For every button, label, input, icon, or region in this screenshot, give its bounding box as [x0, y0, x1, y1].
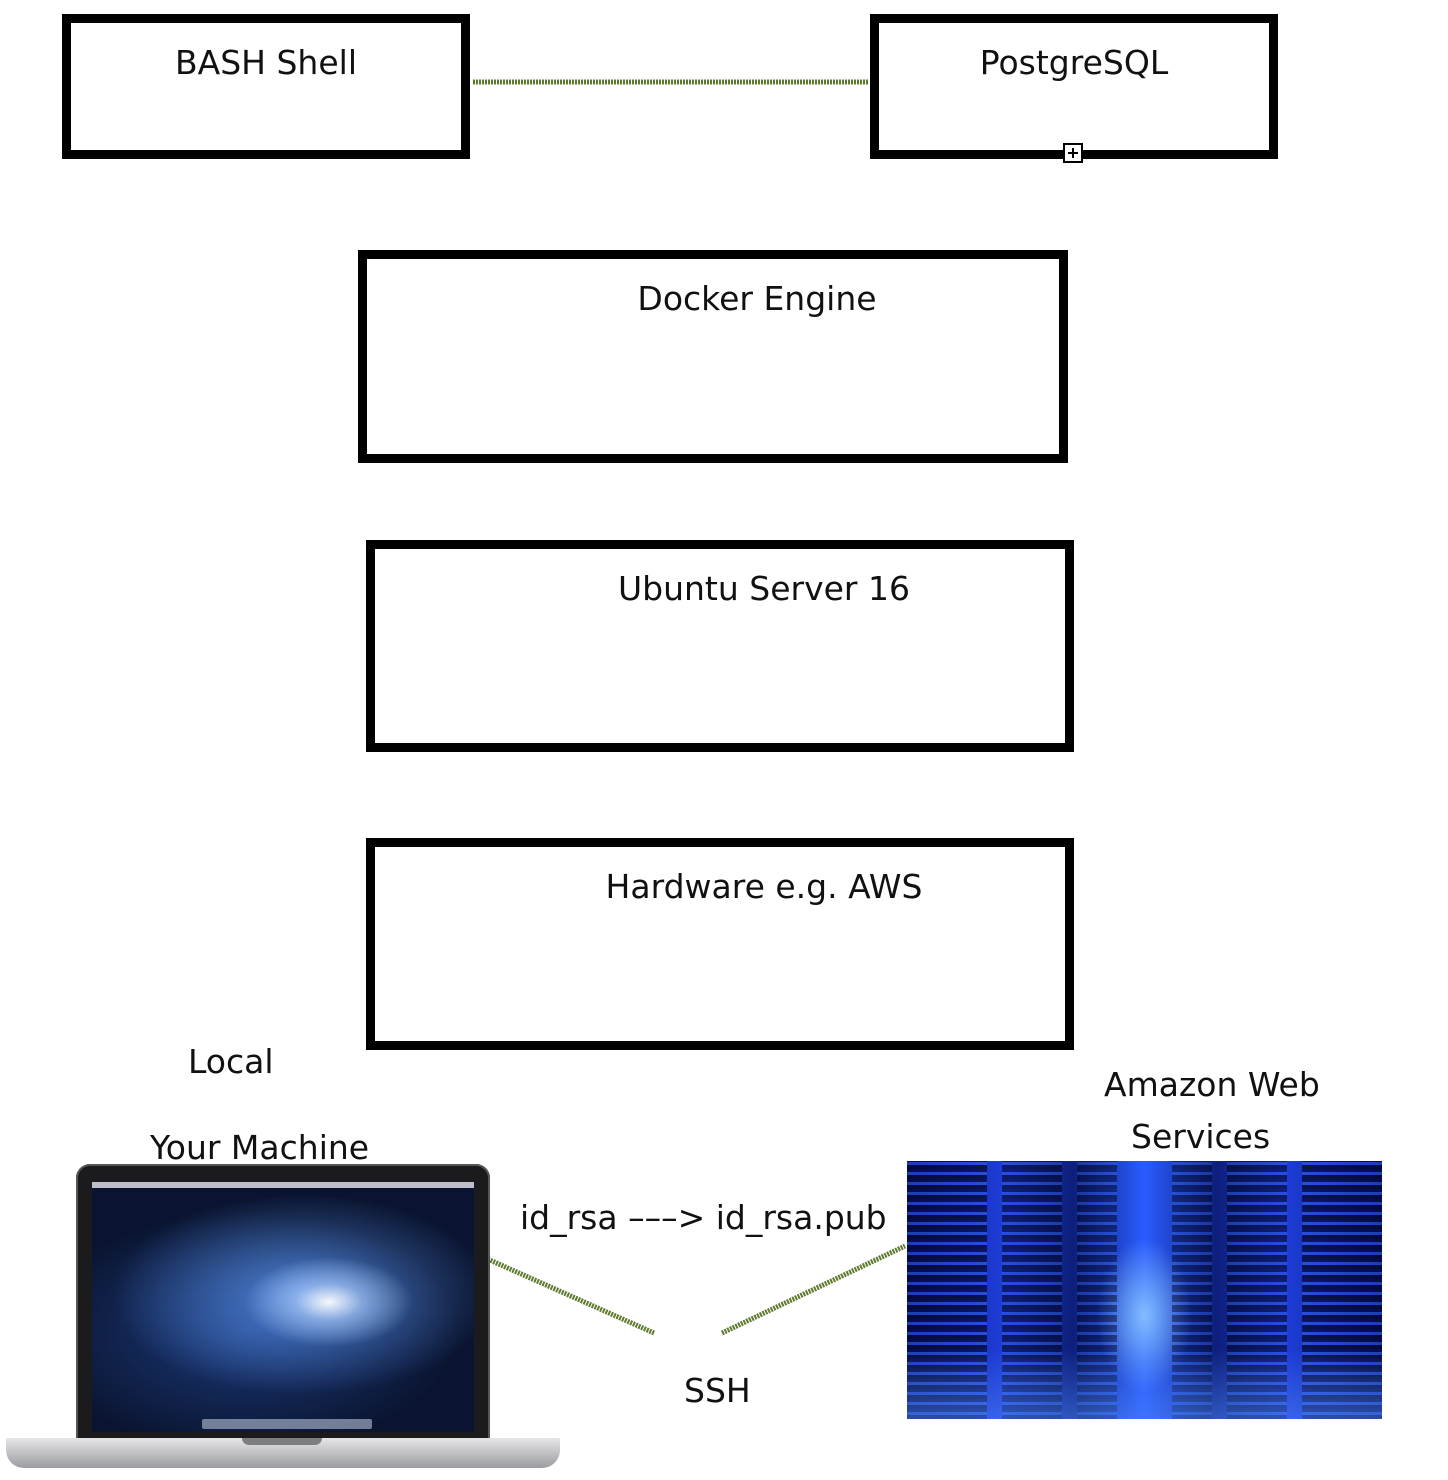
server-room-floor: [907, 1349, 1382, 1419]
hardware-box[interactable]: Hardware e.g. AWS: [366, 838, 1074, 1050]
hardware-label: Hardware e.g. AWS: [605, 867, 923, 906]
laptop-menubar: [92, 1182, 474, 1188]
postgresql-box[interactable]: PostgreSQL: [870, 14, 1278, 159]
bash-shell-label: BASH Shell: [175, 43, 357, 82]
ssh-label: SSH: [684, 1371, 751, 1410]
aws-label-line1: Amazon Web: [1104, 1065, 1320, 1104]
docker-engine-box[interactable]: Docker Engine: [358, 250, 1068, 463]
your-machine-label: Your Machine: [150, 1128, 370, 1167]
aws-label-line2: Services: [1131, 1117, 1271, 1156]
laptop-screen: [92, 1182, 474, 1432]
ubuntu-server-label: Ubuntu Server 16: [618, 569, 910, 608]
laptop-dock: [202, 1419, 372, 1429]
laptop-notch: [242, 1438, 322, 1445]
postgresql-label: PostgreSQL: [979, 43, 1169, 82]
server-room-icon[interactable]: [907, 1161, 1382, 1419]
ssh-keys-label: id_rsa –––> id_rsa.pub: [520, 1198, 887, 1237]
connector-ssh-aws: [720, 1243, 907, 1336]
local-label: Local: [188, 1042, 274, 1081]
bash-shell-box[interactable]: BASH Shell: [62, 14, 470, 159]
docker-engine-label: Docker Engine: [637, 279, 877, 318]
expand-plus-icon[interactable]: [1063, 143, 1083, 163]
laptop-icon[interactable]: [0, 1160, 565, 1480]
ubuntu-server-box[interactable]: Ubuntu Server 16: [366, 540, 1074, 752]
